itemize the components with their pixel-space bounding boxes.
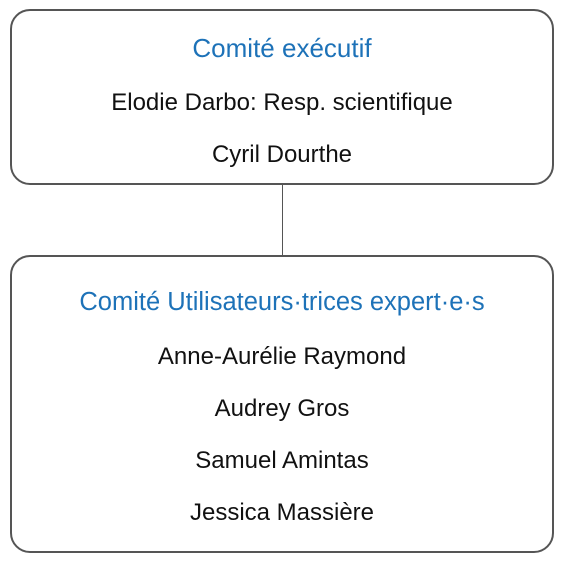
expert-users-committee-box: Comité Utilisateurs·trices expert·e·s An… xyxy=(10,255,554,553)
expert-users-committee-title: Comité Utilisateurs·trices expert·e·s xyxy=(79,288,485,316)
executive-committee-member: Elodie Darbo: Resp. scientifique xyxy=(111,89,453,116)
executive-committee-member: Cyril Dourthe xyxy=(211,141,353,168)
expert-users-committee-member: Samuel Amintas xyxy=(195,447,369,474)
expert-users-committee-member: Audrey Gros xyxy=(214,395,350,422)
expert-users-committee-member: Anne-Aurélie Raymond xyxy=(157,343,407,370)
connector-line xyxy=(282,185,283,255)
executive-committee-box: Comité exécutif Elodie Darbo: Resp. scie… xyxy=(10,9,554,185)
executive-committee-title: Comité exécutif xyxy=(192,33,372,63)
expert-users-committee-member: Jessica Massière xyxy=(189,499,375,526)
